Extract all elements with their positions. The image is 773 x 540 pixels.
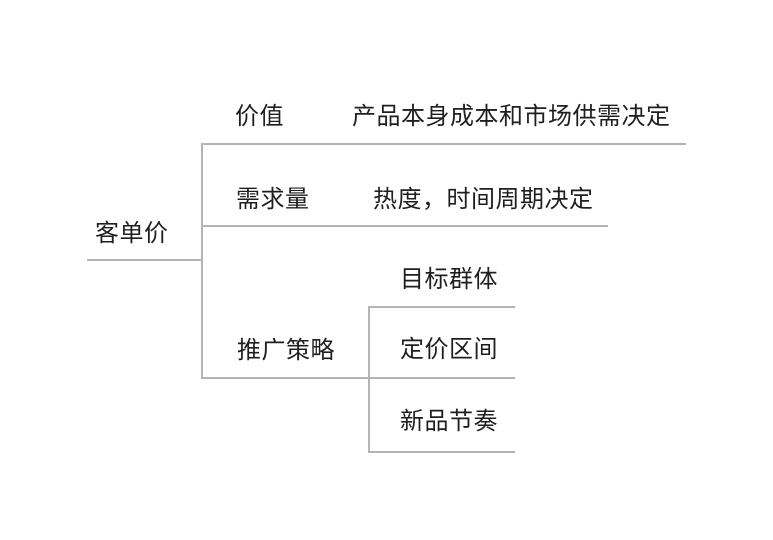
connector-branch1-underline (201, 143, 686, 145)
connector-root-underline (87, 259, 202, 261)
connector-child3-underline (368, 451, 515, 453)
connector-branch3-underline (201, 377, 515, 379)
connector-child1-underline (368, 306, 515, 308)
subnode-label: 目标群体 (400, 266, 498, 293)
connector-main-vertical (201, 143, 203, 379)
connector-sub-vertical (368, 307, 370, 453)
root-node-label: 客单价 (95, 220, 169, 247)
branch-label: 价值 (235, 103, 284, 130)
branch-label: 推广策略 (237, 337, 335, 364)
subnode-label: 新品节奏 (400, 408, 498, 435)
subnode-label: 定价区间 (400, 336, 498, 363)
connector-branch2-underline (201, 225, 608, 227)
branch-label: 需求量 (236, 186, 310, 213)
branch-note: 热度，时间周期决定 (373, 186, 594, 213)
branch-note: 产品本身成本和市场供需决定 (352, 103, 671, 130)
